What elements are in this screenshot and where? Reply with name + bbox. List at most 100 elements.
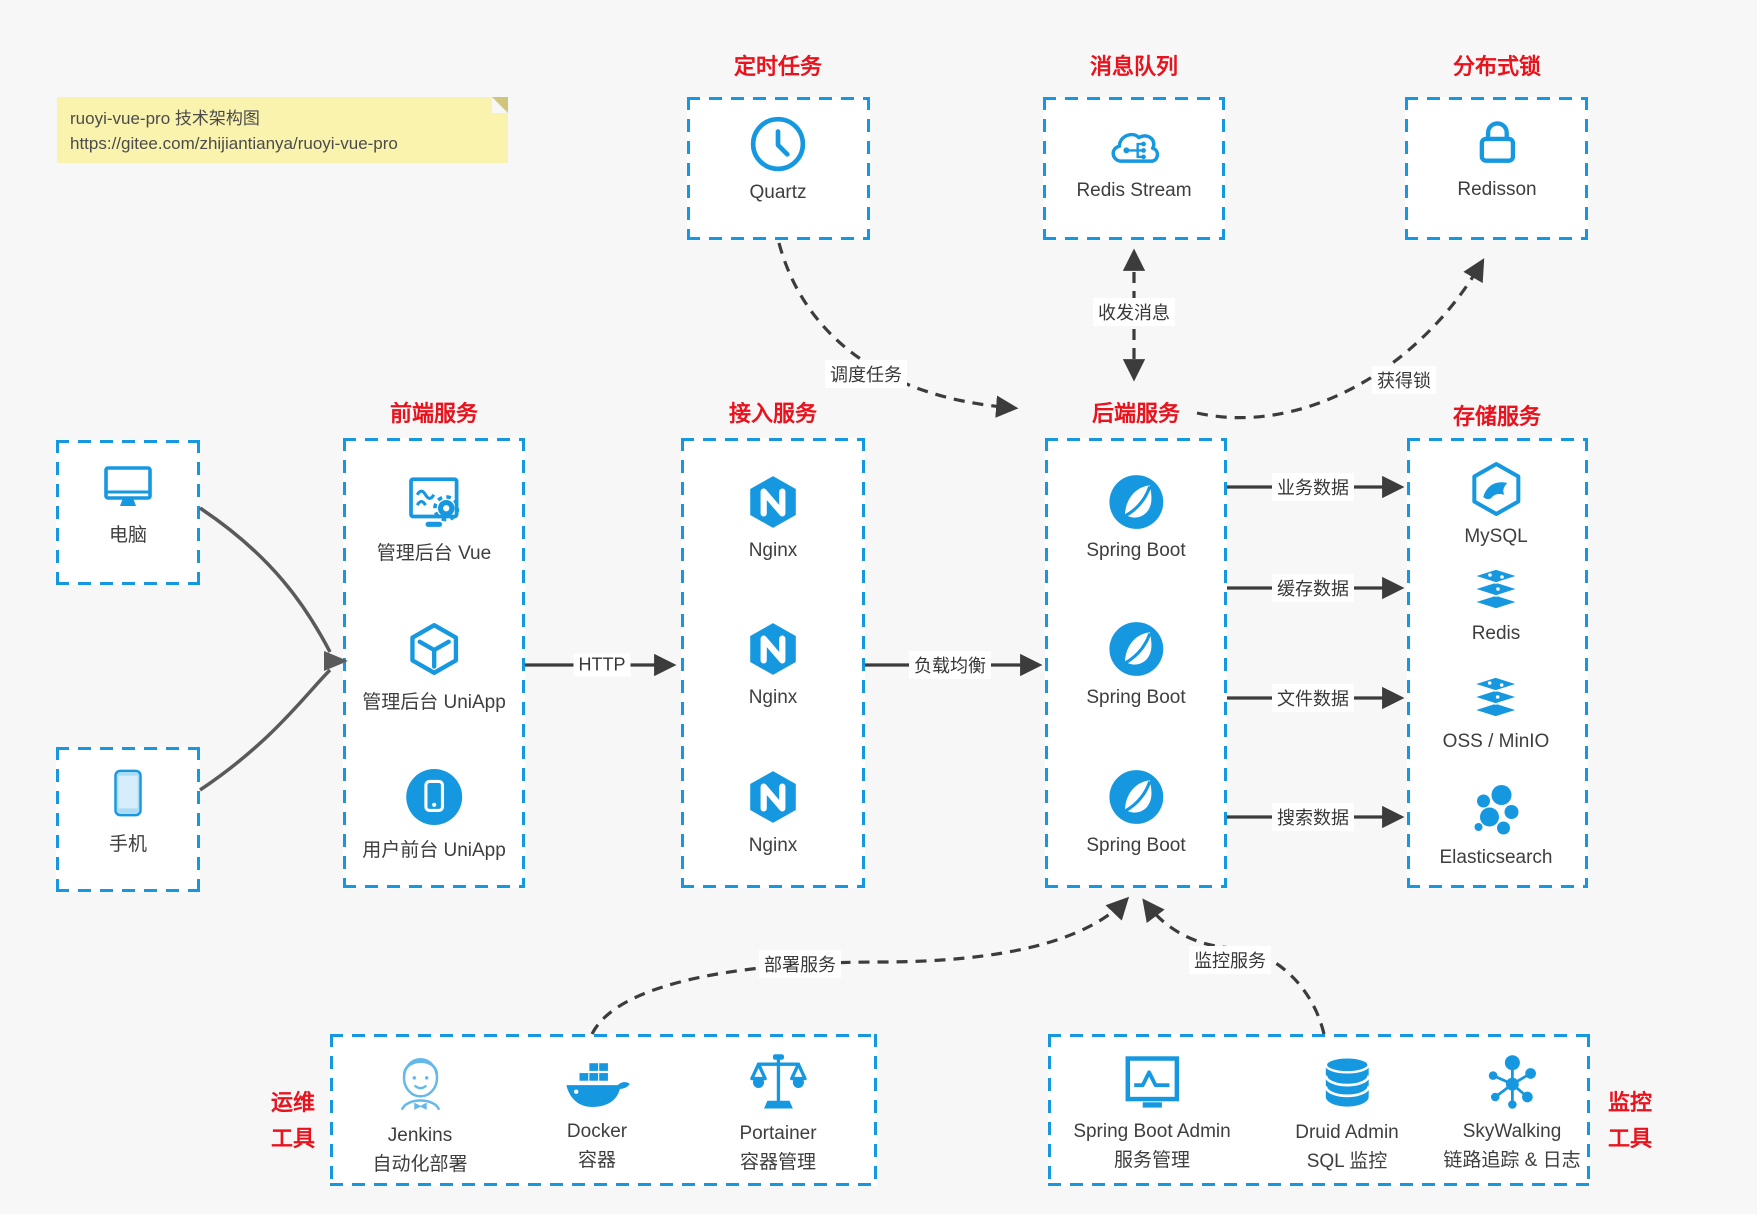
storage-services-title: 存储服务: [1452, 404, 1542, 429]
note-title: ruoyi-vue-pro 技术架构图: [70, 109, 260, 128]
access-services-title: 接入服务: [728, 401, 818, 426]
spring-boot-label: Spring Boot: [1086, 540, 1186, 561]
nginx-item-1: Nginx: [744, 473, 802, 562]
redisson-box: [1405, 97, 1588, 240]
business-data-arrow-label: 业务数据: [1272, 473, 1354, 501]
docker-whale-icon: [566, 1063, 630, 1107]
spring-boot-item-2: Spring Boot: [1086, 620, 1186, 709]
desktop-icon: [104, 466, 152, 506]
nginx-icon: [750, 623, 796, 675]
scheduled-task-title: 定时任务: [733, 54, 823, 79]
nginx-icon: [750, 771, 796, 823]
oss-minio-item: OSS / MinIO: [1442, 670, 1550, 753]
admin-uniapp-label: 管理后台 UniApp: [362, 692, 506, 713]
oss-stack-icon: [1473, 676, 1519, 718]
user-uniapp-icon: [406, 769, 462, 825]
backend-services-title: 后端服务: [1091, 401, 1181, 426]
load-balance-arrow-label: 负载均衡: [909, 651, 991, 679]
skywalking-item: SkyWalking 链路追踪 & 日志: [1443, 1052, 1581, 1172]
redisson-label: Redisson: [1457, 179, 1537, 200]
redis-stream-item: Redis Stream: [1076, 117, 1192, 202]
redisson-item: Redisson: [1457, 112, 1537, 201]
mysql-label: MySQL: [1464, 526, 1528, 547]
computer-label: 电脑: [108, 525, 147, 546]
nginx-icon: [750, 476, 796, 528]
spring-boot-item-3: Spring Boot: [1086, 768, 1186, 857]
lock-icon: [1479, 121, 1515, 163]
redis-stream-box: [1043, 97, 1225, 240]
monitor-service-arrow-label: 监控服务: [1189, 946, 1271, 974]
frontend-services-title: 前端服务: [389, 401, 479, 426]
mysql-item: MySQL: [1464, 461, 1528, 548]
computer-item: 电脑: [100, 459, 156, 547]
spring-boot-admin-item: Spring Boot Admin 服务管理: [1073, 1052, 1231, 1172]
nginx-label: Nginx: [748, 687, 798, 708]
spring-boot-icon: [1109, 622, 1163, 676]
database-icon: [1324, 1056, 1370, 1107]
spring-boot-item-1: Spring Boot: [1086, 473, 1186, 562]
druid-admin-item: Druid Admin SQL 监控: [1295, 1053, 1399, 1173]
redis-stack-icon: [1473, 568, 1519, 610]
monitor-tools-title: 监控 工具: [1608, 1085, 1683, 1157]
computer-box: [56, 440, 200, 585]
admin-uniapp-item: 管理后台 UniApp: [362, 620, 506, 714]
spring-boot-icon: [1109, 475, 1163, 529]
elasticsearch-label: Elasticsearch: [1439, 847, 1553, 868]
phone-item: 手机: [101, 766, 155, 856]
portainer-item: Portainer 容器管理: [739, 1052, 817, 1174]
nginx-label: Nginx: [748, 540, 798, 561]
vue-admin-icon: [409, 477, 460, 527]
deploy-service-arrow-label: 部署服务: [759, 950, 841, 978]
elasticsearch-item: Elasticsearch: [1440, 782, 1553, 869]
distributed-lock-title: 分布式锁: [1452, 54, 1542, 79]
admin-vue-item: 管理后台 Vue: [377, 473, 491, 565]
admin-vue-label: 管理后台 Vue: [376, 543, 492, 564]
oss-minio-label: OSS / MinIO: [1442, 731, 1550, 752]
jenkins-item: Jenkins 自动化部署: [372, 1050, 468, 1176]
jenkins-sublabel: 自动化部署: [372, 1154, 468, 1175]
nginx-item-2: Nginx: [744, 620, 802, 709]
clock-icon: [750, 116, 806, 172]
search-data-arrow-label: 搜索数据: [1272, 803, 1354, 831]
acquire-lock-arrow-label: 获得锁: [1372, 366, 1436, 394]
spring-boot-icon: [1109, 770, 1163, 824]
user-uniapp-item: 用户前台 UniApp: [362, 768, 506, 862]
phone-label: 手机: [108, 834, 147, 855]
spring-boot-label: Spring Boot: [1086, 687, 1186, 708]
elasticsearch-icon: [1474, 785, 1518, 835]
portainer-scales-icon: [749, 1054, 807, 1109]
file-data-arrow-label: 文件数据: [1272, 684, 1354, 712]
smartphone-icon: [114, 769, 142, 817]
monitor-tools-title-line1: 监控: [1608, 1090, 1653, 1115]
spring-boot-admin-sublabel: 服务管理: [1113, 1150, 1190, 1171]
druid-admin-sublabel: SQL 监控: [1306, 1151, 1388, 1172]
spring-boot-admin-label: Spring Boot Admin: [1073, 1121, 1231, 1142]
note-url: https://gitee.com/zhijiantianya/ruoyi-vu…: [70, 134, 398, 153]
topology-icon: [1488, 1055, 1536, 1109]
message-queue-title: 消息队列: [1089, 54, 1179, 79]
portainer-sublabel: 容器管理: [739, 1152, 817, 1173]
send-receive-message-arrow-label: 收发消息: [1093, 298, 1175, 326]
monitor-tools-title-line2: 工具: [1608, 1126, 1653, 1151]
mysql-icon: [1471, 462, 1520, 516]
uniapp-cube-icon: [410, 623, 458, 675]
ops-tools-title-line2: 工具: [270, 1126, 315, 1151]
skywalking-sublabel: 链路追踪 & 日志: [1443, 1150, 1581, 1171]
ops-tools-title: 运维 工具: [240, 1085, 315, 1157]
http-arrow-label: HTTP: [573, 653, 631, 677]
jenkins-label: Jenkins: [387, 1125, 453, 1146]
jenkins-icon: [400, 1058, 440, 1111]
skywalking-label: SkyWalking: [1462, 1121, 1562, 1142]
cloud-queue-icon: [1111, 132, 1159, 163]
nginx-item-3: Nginx: [744, 768, 802, 857]
monitor-chart-icon: [1125, 1056, 1179, 1108]
cache-data-arrow-label: 缓存数据: [1272, 574, 1354, 602]
docker-item: Docker 容器: [562, 1056, 632, 1172]
redis-stream-label: Redis Stream: [1076, 180, 1192, 201]
user-uniapp-label: 用户前台 UniApp: [362, 840, 506, 861]
docker-sublabel: 容器: [577, 1150, 616, 1171]
ops-tools-title-line1: 运维: [270, 1090, 315, 1115]
sticky-note: ruoyi-vue-pro 技术架构图 https://gitee.com/zh…: [57, 97, 508, 163]
portainer-label: Portainer: [739, 1123, 817, 1144]
